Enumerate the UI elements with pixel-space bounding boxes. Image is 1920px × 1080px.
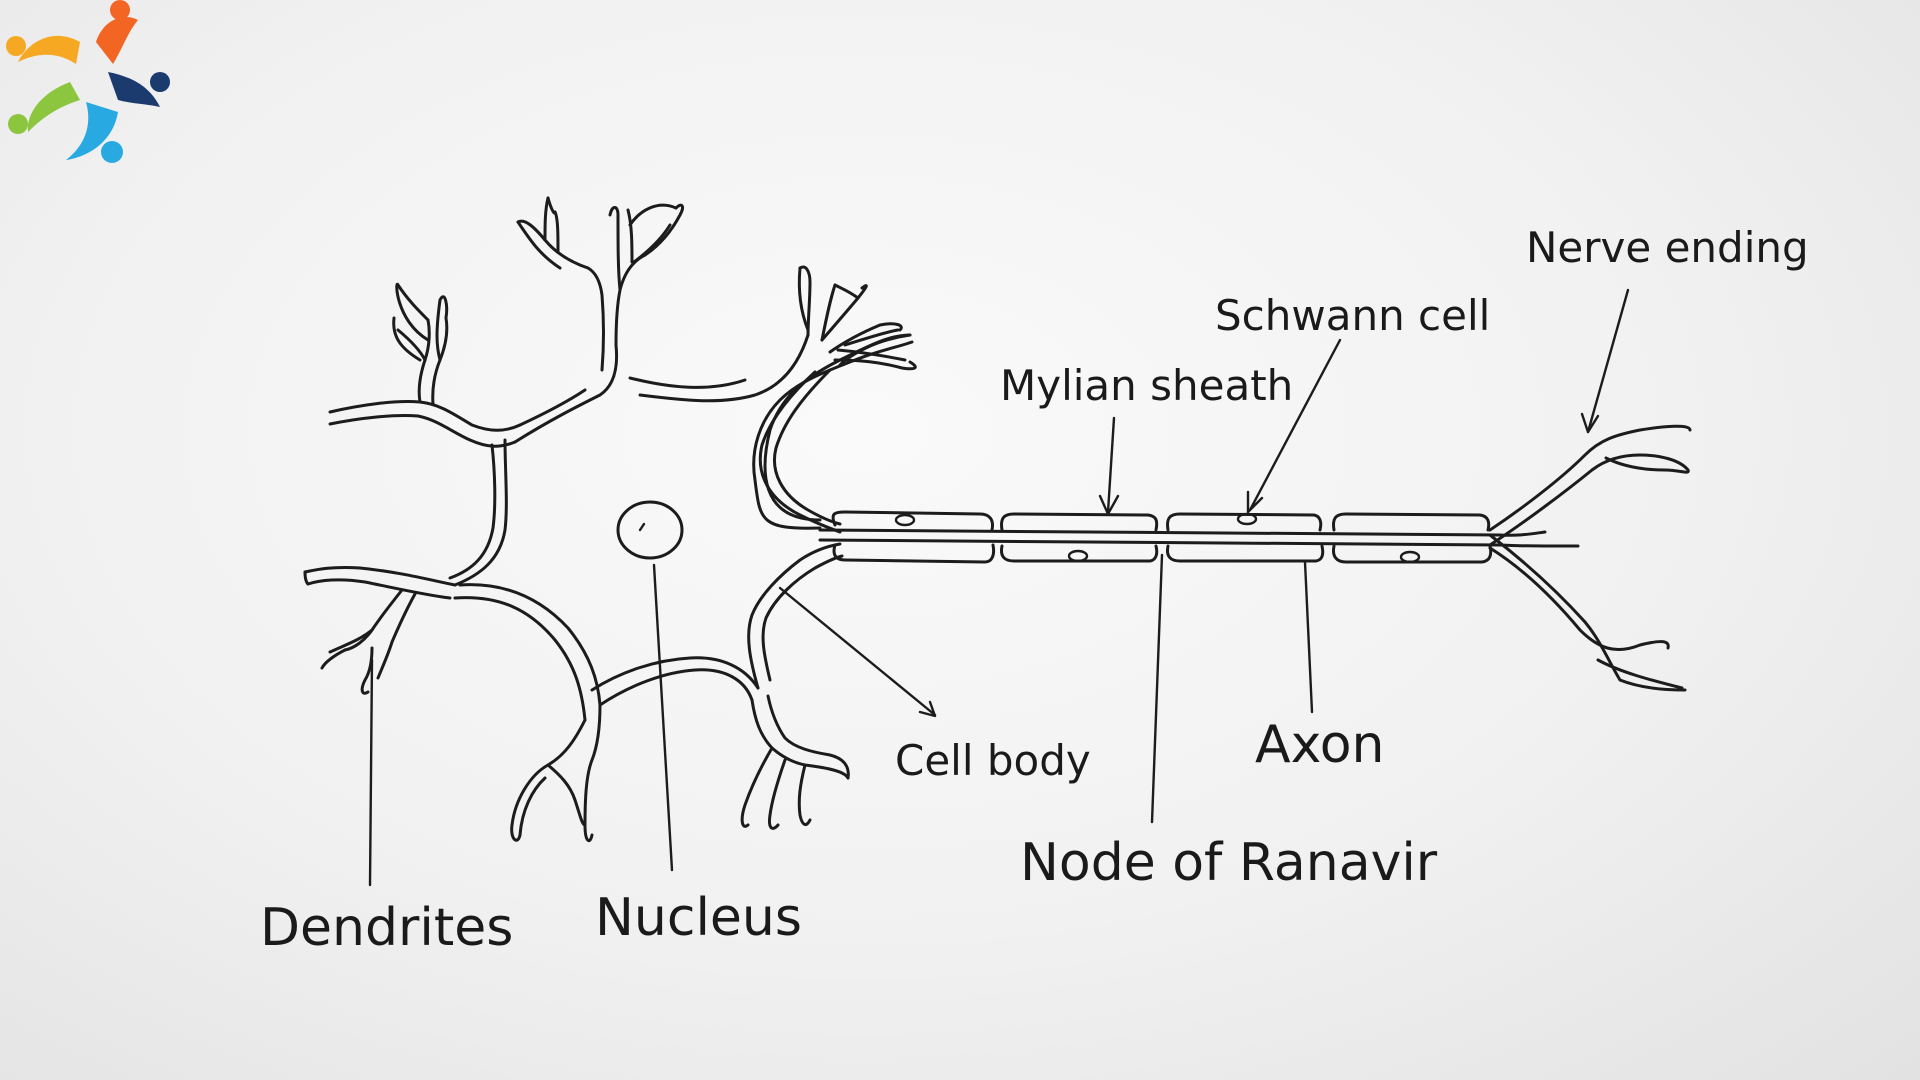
leader-lines — [368, 288, 1630, 887]
soma-outline — [303, 196, 917, 843]
myelin-sheath-segments — [831, 510, 1493, 564]
label-schwann-cell: Schwann cell — [1215, 291, 1490, 340]
label-nucleus: Nucleus — [595, 888, 802, 948]
label-myelin-sheath: Mylian sheath — [1000, 361, 1293, 410]
label-cell-body: Cell body — [895, 736, 1091, 785]
nerve-ending — [1488, 424, 1692, 692]
nucleus — [616, 500, 684, 560]
axon — [818, 528, 1547, 548]
label-nerve-ending: Nerve ending — [1526, 223, 1809, 272]
label-node-of-ranvier: Node of Ranavir — [1020, 833, 1438, 893]
people-circle-logo-icon — [6, 0, 170, 163]
label-axon: Axon — [1255, 715, 1385, 775]
label-dendrites: Dendrites — [260, 898, 513, 958]
